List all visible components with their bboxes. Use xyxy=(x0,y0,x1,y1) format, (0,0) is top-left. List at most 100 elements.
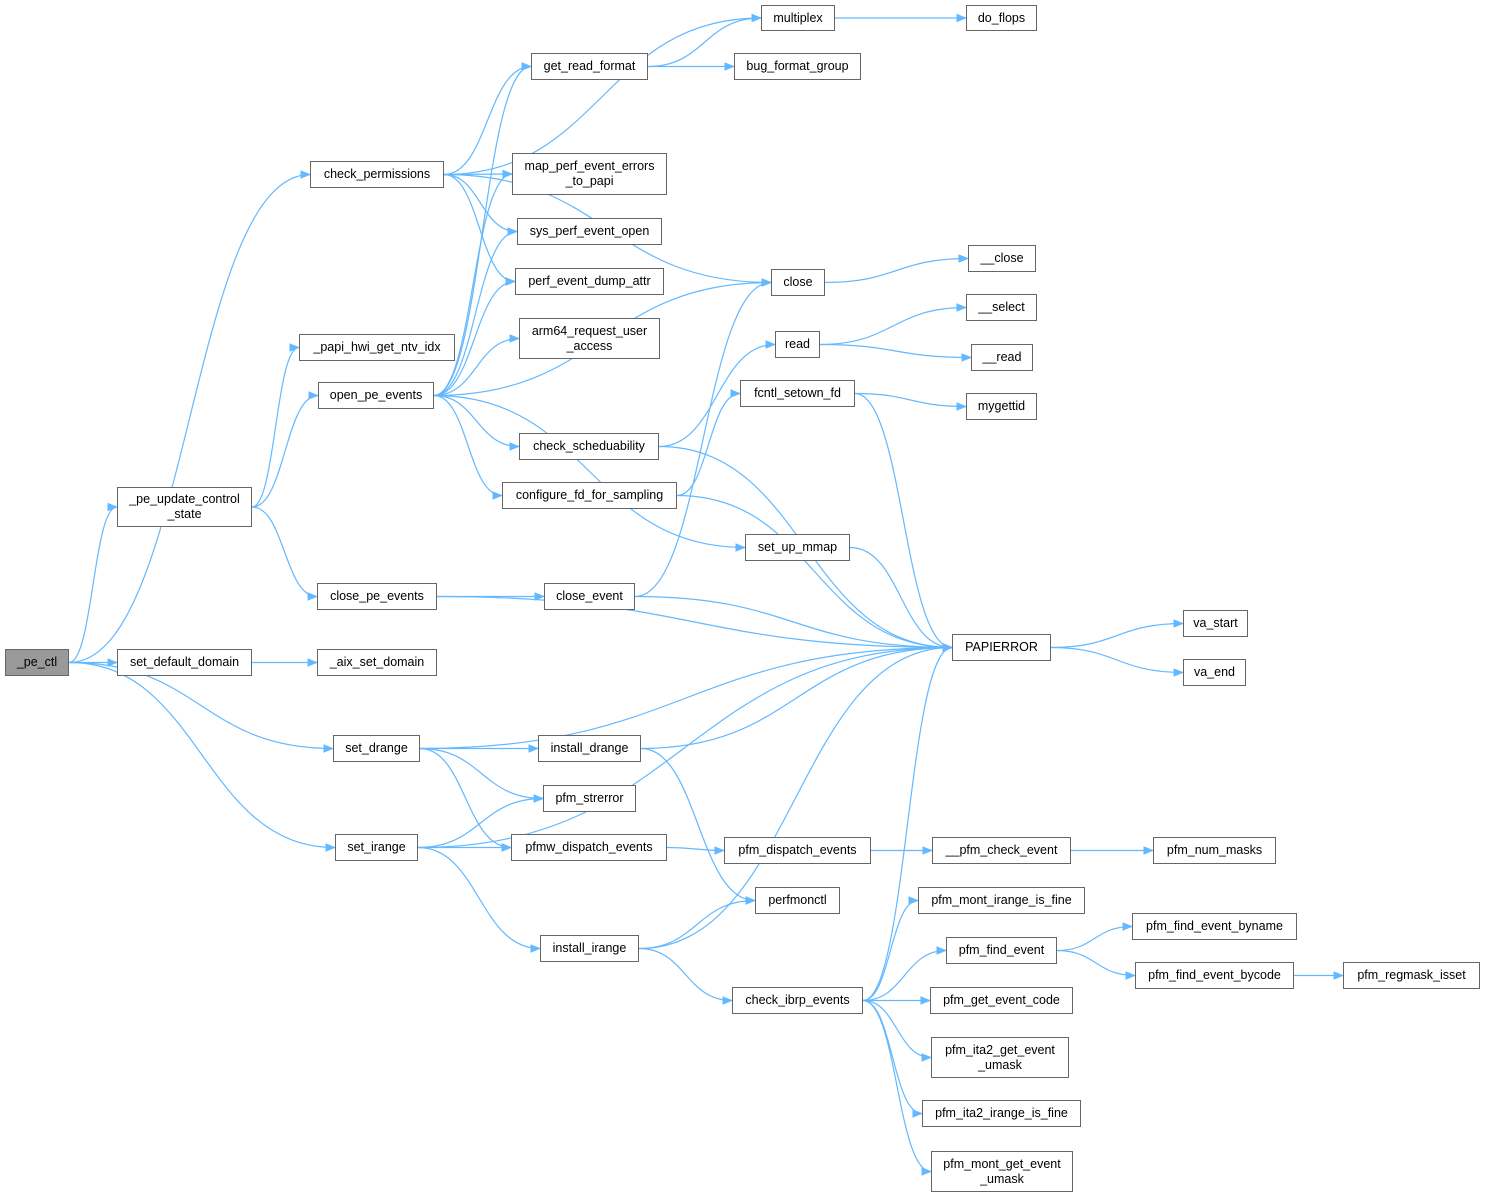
node-fcntl-setown-fd[interactable]: fcntl_setown_fd xyxy=(740,380,855,407)
node-label: set_drange xyxy=(345,741,408,755)
node-set-irange[interactable]: set_irange xyxy=(335,834,418,861)
node-install-irange[interactable]: install_irange xyxy=(540,935,639,962)
node-pfm-get-event-code[interactable]: pfm_get_event_code xyxy=(930,987,1073,1014)
edge-configure-fd-for-sampling-to-papierror xyxy=(676,494,954,652)
node-label: pfm_dispatch_events xyxy=(738,843,857,857)
edge-check-ibrp-events-to-papierror xyxy=(862,643,954,1002)
node-perf-event-dump-attr[interactable]: perf_event_dump_attr xyxy=(515,268,664,295)
node-label: PAPIERROR xyxy=(965,640,1038,654)
node-pfm-mont-irange-is-fine[interactable]: pfm_mont_irange_is_fine xyxy=(918,887,1085,914)
node-label: __pfm_check_event xyxy=(945,843,1058,857)
node-label: __close xyxy=(980,251,1024,265)
node-close[interactable]: __close xyxy=(968,245,1036,272)
node-close-pe-events[interactable]: close_pe_events xyxy=(317,583,437,610)
node-va-start[interactable]: va_start xyxy=(1183,610,1248,637)
node-install-drange[interactable]: install_drange xyxy=(538,735,641,762)
node-configure-fd-for-sampling[interactable]: configure_fd_for_sampling xyxy=(502,482,677,509)
node-arm64-request-user-access[interactable]: arm64_request_user_access xyxy=(519,318,660,359)
node-label: install_drange xyxy=(550,741,629,755)
edge-set-drange-to-pfmw-dispatch-events xyxy=(419,747,513,852)
node-check-permissions[interactable]: check_permissions xyxy=(310,161,444,188)
edge-check-ibrp-events-to-pfm-mont-get-event-umask xyxy=(862,999,933,1176)
node-pe-ctl[interactable]: _pe_ctl xyxy=(5,649,69,676)
node-label: bug_format_group xyxy=(746,59,849,73)
node-get-read-format[interactable]: get_read_format xyxy=(531,53,648,80)
node-label: multiplex xyxy=(773,10,823,25)
node-pfm-find-event-byname[interactable]: pfm_find_event_byname xyxy=(1132,913,1297,940)
node-pfm-ita2-irange-is-fine[interactable]: pfm_ita2_irange_is_fine xyxy=(922,1100,1081,1127)
edge-get-read-format-to-multiplex xyxy=(647,13,763,68)
edge-close-to-close xyxy=(824,254,970,284)
node-label: _umask xyxy=(978,1057,1022,1072)
node-pfm-regmask-isset[interactable]: pfm_regmask_isset xyxy=(1343,962,1480,989)
node-sys-perf-event-open[interactable]: sys_perf_event_open xyxy=(517,218,662,245)
node-pfm-find-event-bycode[interactable]: pfm_find_event_bycode xyxy=(1135,962,1294,989)
node-perfmonctl[interactable]: perfmonctl xyxy=(755,887,840,914)
edge-check-ibrp-events-to-pfm-find-event xyxy=(862,946,948,1002)
node-pfmw-dispatch-events[interactable]: pfmw_dispatch_events xyxy=(511,834,667,861)
node-papierror[interactable]: PAPIERROR xyxy=(952,634,1051,661)
node-va-end[interactable]: va_end xyxy=(1183,659,1246,686)
node-label: install_irange xyxy=(552,941,627,955)
node-map-perf-event-errors-to-papi[interactable]: map_perf_event_errors_to_papi xyxy=(512,153,667,195)
node-pfm-find-event[interactable]: pfm_find_event xyxy=(946,937,1057,964)
node-label: perfmonctl xyxy=(768,893,827,907)
edge-configure-fd-for-sampling-to-fcntl-setown-fd xyxy=(676,389,742,497)
node-aix-set-domain[interactable]: _aix_set_domain xyxy=(317,649,437,676)
node-check-scheduability[interactable]: check_scheduability xyxy=(519,433,659,460)
edge-pe-ctl-to-set-irange xyxy=(68,661,337,852)
node-read[interactable]: __read xyxy=(971,344,1033,371)
node-multiplex[interactable]: multiplex xyxy=(761,5,835,31)
node-pfm-dispatch-events[interactable]: pfm_dispatch_events xyxy=(724,837,871,864)
edge-set-drange-to-pfm-strerror xyxy=(419,747,545,803)
node-pfm-check-event[interactable]: __pfm_check_event xyxy=(932,837,1071,864)
node-label: _aix_set_domain xyxy=(329,655,425,669)
edge-check-ibrp-events-to-pfm-ita2-get-event-umask xyxy=(862,999,933,1062)
node-label: perf_event_dump_attr xyxy=(528,274,651,288)
node-open-pe-events[interactable]: open_pe_events xyxy=(318,382,434,409)
edge-install-drange-to-perfmonctl xyxy=(640,747,757,905)
node-label: set_up_mmap xyxy=(757,540,838,554)
edge-open-pe-events-to-arm64-request-user-access xyxy=(433,334,521,397)
node-label: close_event xyxy=(556,589,623,603)
node-do-flops[interactable]: do_flops xyxy=(966,5,1037,31)
edge-pe-ctl-to-set-drange xyxy=(68,661,335,753)
node-select[interactable]: __select xyxy=(966,294,1037,321)
node-check-ibrp-events[interactable]: check_ibrp_events xyxy=(732,987,863,1014)
node-label: pfm_regmask_isset xyxy=(1357,968,1466,982)
edge-open-pe-events-to-perf-event-dump-attr xyxy=(433,277,517,397)
node-papi-hwi-get-ntv-idx[interactable]: _papi_hwi_get_ntv_idx xyxy=(299,334,455,361)
node-pfm-num-masks[interactable]: pfm_num_masks xyxy=(1153,837,1276,864)
node-label: pfm_ita2_get_event xyxy=(945,1042,1055,1057)
edge-set-drange-to-papierror xyxy=(419,643,954,750)
edge-papierror-to-va-end xyxy=(1050,646,1185,677)
node-set-up-mmap[interactable]: set_up_mmap xyxy=(745,534,850,561)
node-label: arm64_request_user xyxy=(531,323,648,338)
edge-open-pe-events-to-set-up-mmap xyxy=(433,394,747,552)
node-pe-update-control-state[interactable]: _pe_update_control_state xyxy=(117,487,252,527)
node-bug-format-group[interactable]: bug_format_group xyxy=(734,53,861,80)
edge-set-up-mmap-to-papierror xyxy=(849,546,954,652)
node-pfm-ita2-get-event-umask[interactable]: pfm_ita2_get_event_umask xyxy=(931,1037,1069,1078)
node-label: _access xyxy=(566,338,613,353)
node-label: pfm_mont_irange_is_fine xyxy=(931,893,1072,907)
node-pfm-mont-get-event-umask[interactable]: pfm_mont_get_event_umask xyxy=(931,1151,1073,1192)
node-close[interactable]: close xyxy=(771,269,825,296)
node-label: set_irange xyxy=(347,840,406,854)
node-label: pfm_find_event xyxy=(958,943,1045,957)
edge-set-irange-to-install-irange xyxy=(417,846,542,953)
node-read[interactable]: read xyxy=(775,331,820,358)
edge-pfm-find-event-to-pfm-find-event-byname xyxy=(1056,922,1134,952)
edge-read-to-read xyxy=(819,343,973,362)
edge-check-ibrp-events-to-pfm-ita2-irange-is-fine xyxy=(862,999,924,1118)
node-close-event[interactable]: close_event xyxy=(544,583,635,610)
node-label: check_permissions xyxy=(323,167,431,181)
edge-open-pe-events-to-sys-perf-event-open xyxy=(433,227,519,397)
node-label: pfm_find_event_byname xyxy=(1146,919,1283,933)
node-mygettid[interactable]: mygettid xyxy=(966,393,1037,420)
node-set-drange[interactable]: set_drange xyxy=(333,735,420,762)
node-pfm-strerror[interactable]: pfm_strerror xyxy=(543,785,636,812)
node-set-default-domain[interactable]: set_default_domain xyxy=(117,649,252,676)
edge-close-event-to-close xyxy=(634,278,773,598)
